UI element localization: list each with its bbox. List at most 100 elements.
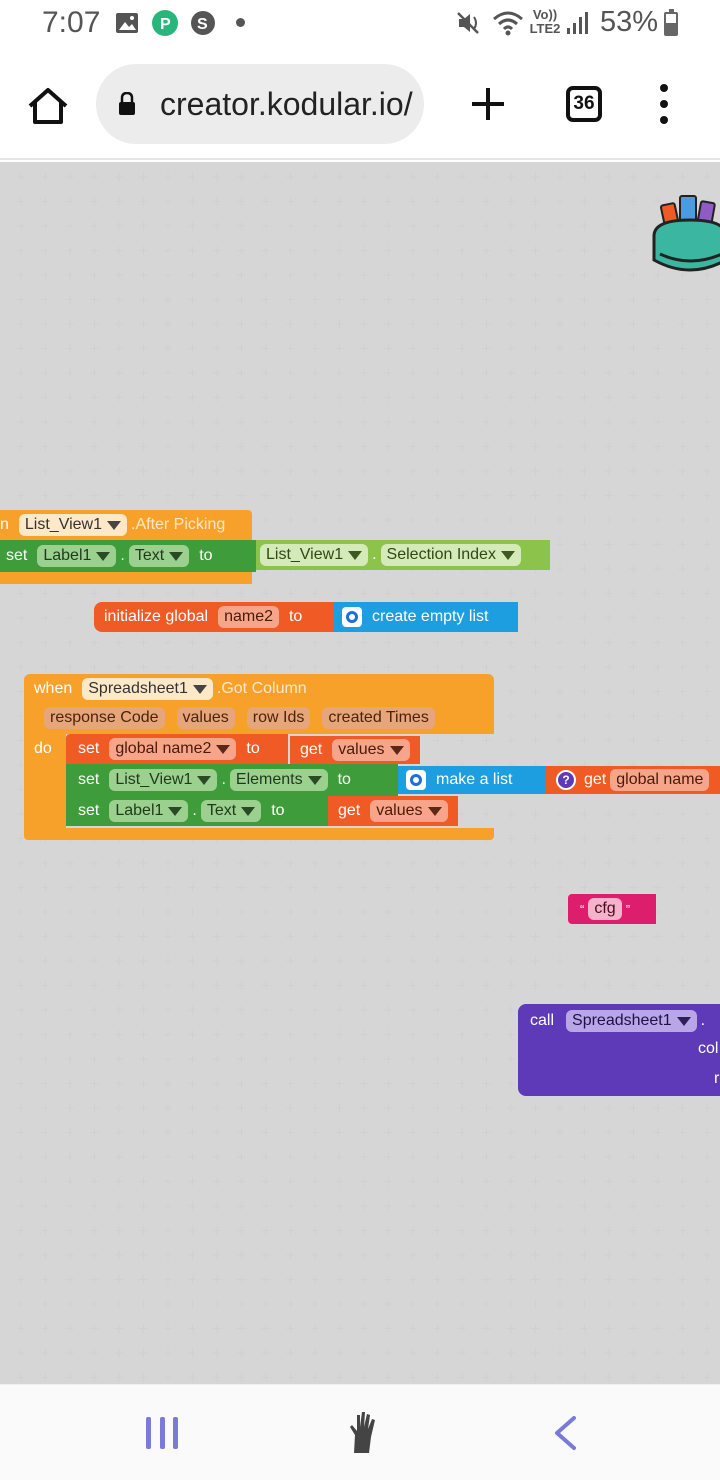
stmt2-to: to [337,771,351,788]
notification-dot [236,18,245,27]
tabs-button[interactable]: 36 [566,86,602,122]
status-bar: 7:07 P S Vo)) LTE2 53% [0,0,720,48]
call-block-body[interactable]: call Spreadsheet1 . col r [518,1004,720,1096]
create-empty-list-label: create empty list [372,608,489,625]
do-keyword: do [34,740,52,757]
stmt3-getvar: values [376,802,423,819]
set-keyword: set [6,547,28,564]
param-values[interactable]: values [176,707,235,729]
got-column-header[interactable]: when Spreadsheet1 .Got Column response C… [24,674,494,734]
call-component-dropdown[interactable]: Spreadsheet1 [566,1010,697,1032]
to-keyword: to [199,547,213,564]
create-empty-list-block[interactable]: create empty list [334,602,518,632]
getter-dot: . [372,546,377,563]
battery-percent: 53% [600,6,659,38]
url-text[interactable]: creator.kodular.io/ [160,86,413,122]
browser-toolbar: creator.kodular.io/ 36 [0,48,720,160]
property-name: Text [134,547,165,564]
gear-icon[interactable] [406,770,426,790]
stmt1-get: get [300,741,323,758]
event-params: response Code values row Ids created Tim… [40,707,443,729]
make-list-label: make a list [436,771,513,788]
global-name: name2 [224,608,273,625]
text-value-field[interactable]: cfg [588,898,622,920]
label1-dropdown[interactable]: Label1 [37,545,117,567]
elements-dropdown[interactable]: Elements [229,769,328,791]
set-label1-text-statement[interactable]: set Label1 . Text to [66,796,328,826]
label1-dropdown-2[interactable]: Label1 [109,800,189,822]
close-quote: ” [625,901,631,917]
gear-icon[interactable] [342,607,362,627]
global-name2-dropdown[interactable]: global name2 [109,738,237,760]
selection-index-getter[interactable]: List_View1 . Selection Index [256,540,550,570]
make-a-list-block[interactable]: make a list [398,766,546,794]
listview-dropdown[interactable]: List_View1 [260,544,369,566]
got-column-event: .Got Column [216,680,307,697]
set-label-text-statement[interactable]: set Label1 . Text to [0,540,256,572]
call-param2-fragment: r [714,1070,720,1087]
stmt2-prop: Elements [235,771,303,788]
set-global-name2-statement[interactable]: set global name2 to [66,734,288,764]
target-name: Label1 [43,547,92,564]
property-dropdown[interactable]: Text [128,545,190,567]
plus-icon[interactable] [466,82,510,126]
stmt2-comp: List_View1 [115,771,193,788]
back-icon[interactable] [552,1415,578,1451]
wifi-icon [493,11,523,36]
url-bar[interactable]: creator.kodular.io/ [96,64,424,144]
getter-property: Selection Index [386,546,496,563]
listview1-dropdown[interactable]: List_View1 [109,769,218,791]
mute-icon [457,12,479,34]
do-column: do [24,734,66,830]
svg-text:P: P [160,16,171,33]
stmt3-prop: Text [206,802,237,819]
param-row-ids[interactable]: row Ids [246,707,311,729]
call-param1-fragment: col [698,1040,719,1057]
text-value: cfg [594,900,616,917]
call-method-fragment: . [700,1012,706,1029]
open-quote: “ [580,901,585,917]
paypal-icon: P [152,10,178,36]
recent-apps-icon[interactable] [146,1417,178,1449]
text-dropdown-2[interactable]: Text [200,800,262,822]
init-global-body[interactable]: initialize global name2 to [94,602,334,632]
signal-icon [567,12,588,34]
volte-label: Vo)) [532,7,558,22]
set-listview-elements-statement[interactable]: set List_View1 . Elements to [66,764,398,796]
after-picking-header[interactable]: n List_View1 .After Picking [0,510,252,540]
get-values-block-2[interactable]: get values [328,796,458,826]
init-to: to [288,608,303,625]
global-name-field[interactable]: name2 [218,606,279,628]
stmt1-to: to [246,740,260,757]
backpack-icon[interactable] [650,176,720,272]
question-icon[interactable]: ? [556,770,576,790]
param-created-times[interactable]: created Times [322,707,435,729]
stmt1-getvar: values [338,741,385,758]
spreadsheet-dropdown[interactable]: Spreadsheet1 [82,678,213,700]
zombie-hand-icon[interactable] [346,1409,378,1453]
lte-label: LTE2 [529,21,561,36]
more-vert-icon[interactable] [656,84,672,124]
component-dropdown[interactable]: List_View1 [18,514,127,536]
stmt3-comp: Label1 [115,802,164,819]
global-name-dropdown[interactable]: global name [610,769,710,791]
stmt3-to: to [271,802,285,819]
param-response-code[interactable]: response Code [44,707,165,729]
s-app-icon: S [191,11,215,35]
text-block-body[interactable]: “ cfg ” [568,894,656,924]
stmt2-set: set [78,771,100,788]
get-global-name-block[interactable]: ? get global name [546,766,720,794]
event-component: Spreadsheet1 [88,680,188,697]
values-dropdown-1[interactable]: values [332,739,410,761]
stmt3-dot: . [192,802,197,819]
get-values-block-1[interactable]: get values [290,736,420,764]
network-type: Vo)) LTE2 [528,8,562,36]
android-nav-bar [0,1384,720,1480]
svg-text:S: S [197,16,208,33]
selection-index-dropdown[interactable]: Selection Index [380,544,521,566]
values-dropdown-2[interactable]: values [370,800,448,822]
blocks-workspace[interactable]: n List_View1 .After Picking set Label1 .… [0,162,720,1384]
init-label: initialize global [104,608,209,625]
home-icon[interactable] [26,84,70,128]
image-icon [116,13,138,33]
